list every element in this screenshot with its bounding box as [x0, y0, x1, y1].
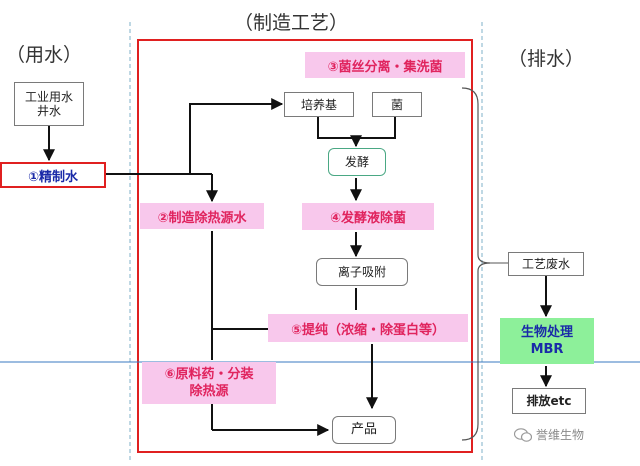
- discharge-box: 排放etc: [512, 388, 586, 414]
- step6-api-filling: ⑥原料药・分装 除热源: [142, 362, 276, 404]
- process-wastewater-box: 工艺废水: [508, 252, 584, 276]
- culture-medium-box: 培养基: [284, 92, 354, 117]
- bacteria-box: 菌: [372, 92, 422, 117]
- industrial-water-line2: 井水: [36, 104, 61, 118]
- process-frame: [137, 39, 473, 453]
- step5-purification: ⑤提纯（浓缩・除蛋白等）: [268, 314, 468, 342]
- bio-treatment-line2: MBR: [530, 342, 564, 357]
- bio-treatment-box: 生物处理 MBR: [500, 318, 594, 364]
- step2-pyrogen-free-water: ②制造除热源水: [140, 203, 264, 229]
- fermentation-box: 发酵: [328, 148, 386, 176]
- section-title-drain: （排水）: [508, 48, 585, 70]
- arrow-to-culture: [189, 98, 284, 174]
- ion-adsorption-box: 离子吸附: [316, 258, 408, 286]
- step3-mycelium-separation: ③菌丝分离・集洗菌: [305, 52, 465, 78]
- line-bacteria-down: [356, 117, 396, 139]
- step4-broth-sterilization: ④发酵液除菌: [302, 203, 434, 230]
- step6-line1: ⑥原料药・分装: [164, 367, 254, 382]
- industrial-water-box: 工业用水 井水: [14, 82, 84, 126]
- bio-treatment-line1: 生物处理: [520, 325, 573, 340]
- step1-purified-water: ①精制水: [0, 162, 106, 188]
- wastewater-bracket: [461, 87, 491, 441]
- section-title-supply: （用水）: [6, 44, 83, 66]
- step6-line2: 除热源: [189, 384, 229, 399]
- watermark: 誉维生物: [514, 426, 584, 443]
- line-culture-down: [317, 117, 356, 139]
- product-box: 产品: [332, 416, 396, 444]
- section-title-process: （制造工艺）: [234, 12, 349, 34]
- wechat-icon: [514, 427, 532, 442]
- watermark-text: 誉维生物: [536, 428, 585, 442]
- industrial-water-line1: 工业用水: [24, 90, 73, 104]
